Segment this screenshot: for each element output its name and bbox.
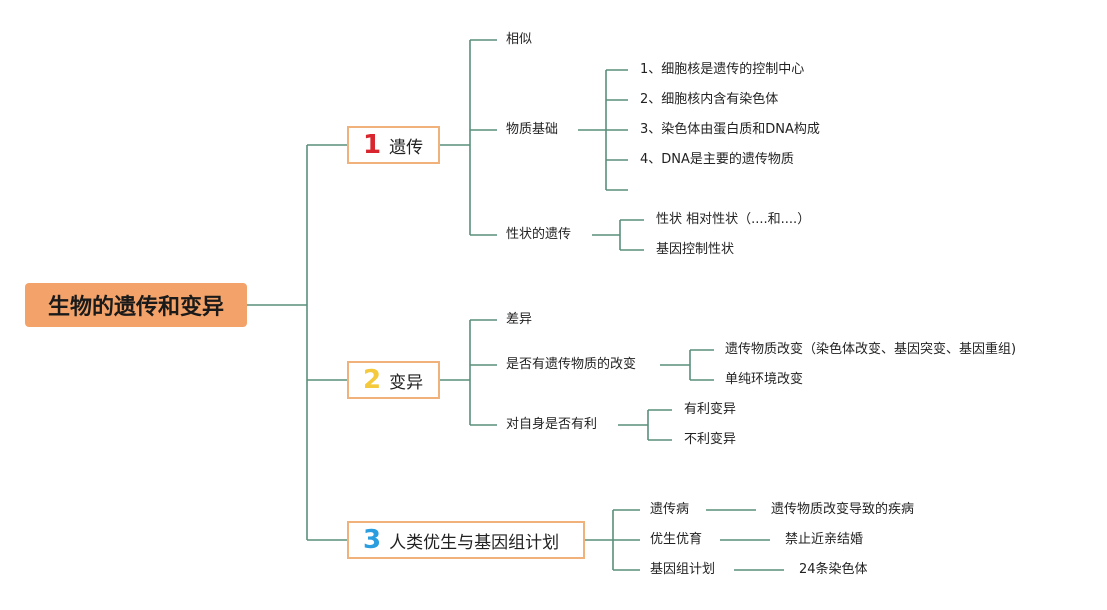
subtopic-material-2[interactable]: 2、细胞核内含有染色体	[640, 92, 779, 107]
number-badge: 3	[363, 525, 382, 555]
topic-benefit[interactable]: 对自身是否有利	[506, 417, 598, 432]
subtopic-eugenics[interactable]: 禁止近亲结婚	[785, 532, 864, 547]
connector-b2-change	[660, 349, 714, 381]
branch-label: 变异	[389, 372, 424, 393]
branch-heredity[interactable]: 1 遗传	[347, 126, 440, 164]
connector-b2-benefit	[618, 409, 672, 441]
connector-b2	[440, 319, 497, 426]
subtopic-genetic-change-2[interactable]: 单纯环境改变	[725, 372, 804, 387]
subtopic-material-1[interactable]: 1、细胞核是遗传的控制中心	[640, 62, 805, 77]
connector-b1-trait	[592, 219, 644, 251]
subtopic-benefit-1[interactable]: 有利变异	[684, 402, 737, 417]
number-badge: 2	[363, 365, 382, 395]
connector-b1	[440, 39, 497, 236]
topic-similar[interactable]: 相似	[506, 32, 533, 47]
subtopic-trait-2[interactable]: 基因控制性状	[656, 242, 735, 257]
subtopic-genetic-change-1[interactable]: 遗传物质改变（染色体改变、基因突变、基因重组)	[725, 342, 1017, 357]
topic-eugenics[interactable]: 优生优育	[650, 532, 703, 547]
root-topic[interactable]: 生物的遗传和变异	[25, 283, 247, 327]
branch-variation[interactable]: 2 变异	[347, 361, 440, 399]
branch-label: 人类优生与基因组计划	[389, 532, 560, 553]
topic-genetic-disease[interactable]: 遗传病	[650, 502, 690, 517]
subtopic-trait-1[interactable]: 性状 相对性状（....和....）	[656, 212, 811, 227]
subtopic-genetic-disease[interactable]: 遗传物质改变导致的疾病	[771, 502, 915, 517]
branch-label: 遗传	[389, 137, 424, 158]
topic-genetic-change[interactable]: 是否有遗传物质的改变	[506, 357, 637, 372]
branch-eugenics-genome[interactable]: 3 人类优生与基因组计划	[347, 521, 585, 559]
connector-b1-material	[578, 69, 628, 191]
number-badge: 1	[363, 130, 382, 160]
topic-trait-heredity[interactable]: 性状的遗传	[506, 227, 572, 242]
connector-b3	[585, 509, 640, 571]
topic-difference[interactable]: 差异	[506, 312, 533, 327]
subtopic-benefit-2[interactable]: 不利变异	[684, 432, 737, 447]
topic-genome-project[interactable]: 基因组计划	[650, 562, 716, 577]
subtopic-material-3[interactable]: 3、染色体由蛋白质和DNA构成	[640, 122, 820, 137]
subtopic-material-4[interactable]: 4、DNA是主要的遗传物质	[640, 152, 794, 167]
topic-material-basis[interactable]: 物质基础	[506, 122, 559, 137]
subtopic-genome-project[interactable]: 24条染色体	[799, 562, 868, 577]
